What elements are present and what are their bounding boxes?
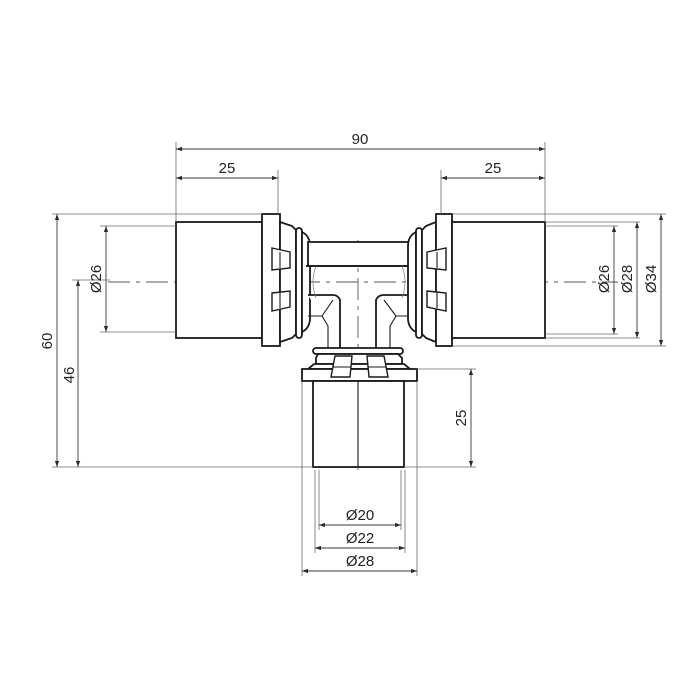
dimension-overall-height: 60	[39, 333, 56, 350]
dimension-overall-length: 90	[352, 131, 369, 148]
dimension-right: Ø26 Ø28 Ø34	[452, 213, 666, 347]
dimension-branch: 25 Ø20 Ø22 Ø28	[301, 368, 476, 576]
dimension-branch-socket-length: 25	[453, 410, 470, 427]
dimension-centerline-height: 46	[61, 367, 78, 384]
branch-socket	[301, 347, 418, 468]
dimension-left-socket-length: 25	[219, 160, 236, 177]
left-socket	[175, 213, 311, 347]
right-socket	[407, 213, 546, 347]
dimension-right-socket-length: 25	[485, 160, 502, 177]
dimension-right-outer-diameter: Ø34	[643, 265, 660, 293]
dimension-left: 60 46 Ø26	[39, 213, 313, 468]
dimension-left-socket-diameter: Ø26	[88, 265, 105, 293]
dimension-branch-inner-diameter: Ø20	[346, 507, 374, 524]
tee-body	[306, 241, 414, 348]
dimension-branch-outer-diameter: Ø28	[346, 553, 374, 570]
dimension-top: 90 25 25	[175, 131, 546, 222]
dimension-branch-pipe-diameter: Ø22	[346, 530, 374, 547]
dimension-right-inner-diameter: Ø26	[596, 265, 613, 293]
dimension-right-pipe-diameter: Ø28	[619, 265, 636, 293]
